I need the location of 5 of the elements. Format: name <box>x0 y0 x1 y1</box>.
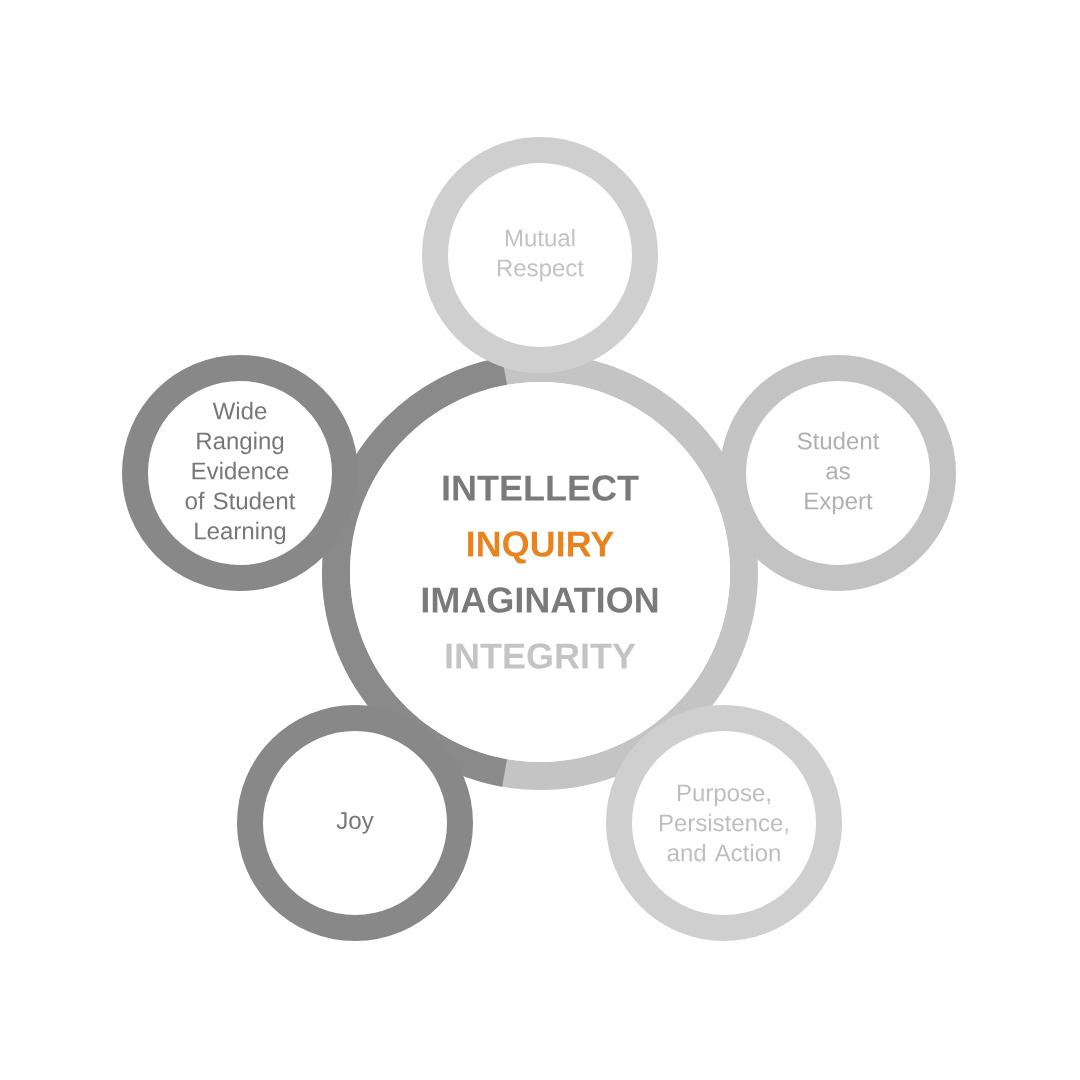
circle-node: Student as Expert <box>720 355 956 591</box>
circle-node: Purpose, Persistence, and Action <box>606 705 842 941</box>
circle-node: Joy <box>237 705 473 941</box>
circle-node: Wide Ranging Evidence of Student Learning <box>122 355 358 591</box>
circle-node: Mutual Respect <box>422 137 658 373</box>
